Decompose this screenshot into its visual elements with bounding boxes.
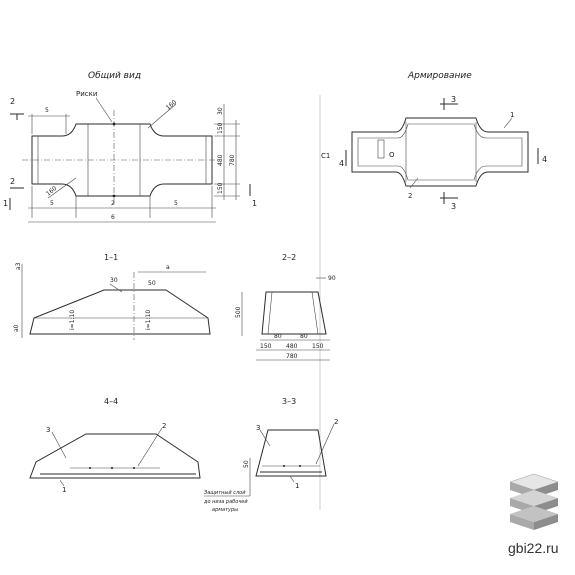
- radius-leader-bottom: [47, 177, 77, 199]
- label-o: О: [389, 151, 395, 159]
- section-1-1: 1–1 30 а 50 а3 а0 i=1:10 i=1:10: [13, 253, 211, 340]
- s22-dim-90: 90: [328, 275, 336, 282]
- logo-layer-bot-side: [510, 514, 534, 530]
- s22-dim-150a: 150: [260, 343, 272, 350]
- s22-dim-780: 780: [286, 353, 298, 360]
- s11-dim-slope: 50: [148, 280, 156, 287]
- general-view-title: Общий вид: [88, 71, 141, 81]
- s22-dim-80a: 80: [274, 333, 282, 340]
- section-1-label-right: 1: [252, 199, 257, 208]
- dim-h-top: 30: [217, 107, 224, 115]
- s11-dim-inner-right: i=1:10: [145, 310, 152, 330]
- s33-dim-50: 50: [243, 460, 250, 468]
- s22-dim-80b: 80: [300, 333, 308, 340]
- s33-callout-2-leader: [315, 423, 335, 465]
- s22-inner-right: [311, 291, 319, 335]
- s11-dim-inner-left: i=1:10: [69, 310, 76, 330]
- s44-callout-2: 2: [162, 422, 166, 430]
- s44-callout-2-leader: [137, 427, 163, 467]
- section-3-label-top: 3: [451, 95, 456, 104]
- section-4-label-left: 4: [339, 159, 344, 168]
- dim-middle: 2: [111, 200, 115, 207]
- s11-dim-top: 30: [110, 277, 118, 284]
- s33-callout-2: 2: [334, 418, 338, 426]
- section-4-4-title: 4–4: [104, 397, 118, 406]
- dim-a-top: 5: [45, 107, 49, 114]
- rebar-dot: [133, 467, 135, 469]
- s22-dim-150b: 150: [312, 343, 324, 350]
- section-2-2-title: 2–2: [282, 253, 296, 262]
- dim-h2: 480: [217, 154, 224, 166]
- section-1-1-title: 1–1: [104, 253, 118, 262]
- dim-total: 6: [111, 214, 115, 221]
- section-4-label-right: 4: [542, 155, 547, 164]
- s22-inner-left: [267, 291, 273, 335]
- s11-dim-top-right: а: [166, 264, 170, 271]
- s22-dim-480: 480: [286, 343, 298, 350]
- section-3-3-outline: [255, 429, 327, 477]
- rebar-dot: [111, 467, 113, 469]
- radius-bottom-label: 160: [45, 185, 58, 198]
- callout-1-leader: [503, 117, 513, 129]
- reinforcement-title: Армирование: [407, 71, 472, 81]
- s44-callout-1-leader: [59, 479, 65, 487]
- rebar-dot: [299, 465, 301, 467]
- s22-dim-500: 500: [235, 306, 242, 318]
- s33-callout-3: 3: [256, 424, 260, 432]
- logo-layer-bot-side2: [534, 514, 558, 530]
- dim-h3: 150: [217, 182, 224, 194]
- s44-callout-3-leader: [51, 431, 67, 459]
- dim-b: 5: [174, 200, 178, 207]
- section-1-1-outline: [29, 289, 211, 335]
- section-1-label-left: 1: [3, 199, 8, 208]
- mark-bottom: [112, 194, 116, 198]
- label-c1: С1: [321, 152, 330, 160]
- section-4-4: 4–4 3 2 1: [29, 397, 201, 494]
- section-2-2-outline: [261, 291, 327, 335]
- lifting-loop: [377, 139, 385, 159]
- general-view-outline: [31, 123, 213, 197]
- logo-layer-bot: [510, 506, 558, 522]
- callout-2-leader: [409, 177, 419, 189]
- section-3-label-bottom: 3: [451, 202, 456, 211]
- watermark-text: gbi22.ru: [508, 540, 559, 556]
- s33-callout-3-leader: [259, 429, 271, 447]
- radius-top-label: 160: [165, 99, 178, 112]
- section-3-3: 3–3 3 2 1 50 Защитный слой до низа рабоч…: [203, 397, 338, 513]
- s11-dim-top-leader: [109, 283, 123, 293]
- callout-1: 1: [510, 111, 514, 119]
- reinforcement-view: Армирование О С1 1 2 3 3 4 4: [321, 71, 547, 211]
- marks-leader: [95, 97, 113, 123]
- rebar-dot: [283, 465, 285, 467]
- callout-2: 2: [408, 192, 412, 200]
- s11-dim-bottom-left: а0: [13, 324, 20, 332]
- mark-top: [112, 122, 116, 126]
- rebar-dot: [89, 467, 91, 469]
- s33-note-line3: арматуры: [212, 507, 238, 513]
- watermark-logo: gbi22.ru: [508, 473, 559, 556]
- reinforcement-outline: [351, 117, 529, 187]
- dim-h-total: 780: [229, 154, 236, 166]
- dim-a-bottom: 5: [50, 200, 54, 207]
- general-view: Общий вид Риски 160 160 5 5 2 5: [3, 71, 257, 223]
- s44-callout-3: 3: [46, 426, 50, 434]
- s44-callout-1: 1: [62, 486, 66, 494]
- section-3-3-title: 3–3: [282, 397, 296, 406]
- s33-callout-1-leader: [289, 475, 295, 483]
- s33-note-line2: до низа рабочей: [203, 499, 248, 505]
- section-4-4-outline: [29, 433, 201, 479]
- section-2-label-top: 2: [10, 97, 15, 106]
- section-2-2: 2–2 90 500 80 80 150 480 150 780: [235, 253, 336, 361]
- s11-dim-left: а3: [15, 262, 22, 270]
- radius-leader-top: [147, 103, 177, 129]
- dim-h1: 150: [217, 122, 224, 134]
- logo-layer-mid: [510, 490, 558, 506]
- marks-label: Риски: [76, 90, 97, 98]
- section-2-label-bottom: 2: [10, 177, 15, 186]
- s33-callout-1: 1: [295, 482, 299, 490]
- s33-note-line1: Защитный слой: [204, 490, 246, 496]
